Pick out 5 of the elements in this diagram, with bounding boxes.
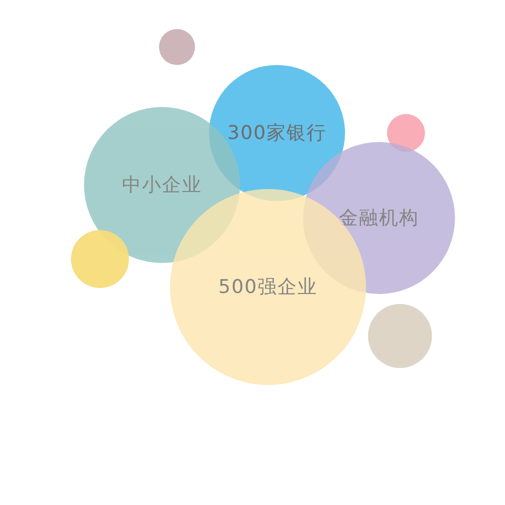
bubble-label: 300家银行: [227, 121, 327, 146]
bubble-label: 500强企业: [218, 275, 318, 300]
bubble: [159, 29, 195, 65]
bubble-label: 中小企业: [122, 173, 202, 198]
bubble-label: 金融机构: [339, 206, 419, 231]
